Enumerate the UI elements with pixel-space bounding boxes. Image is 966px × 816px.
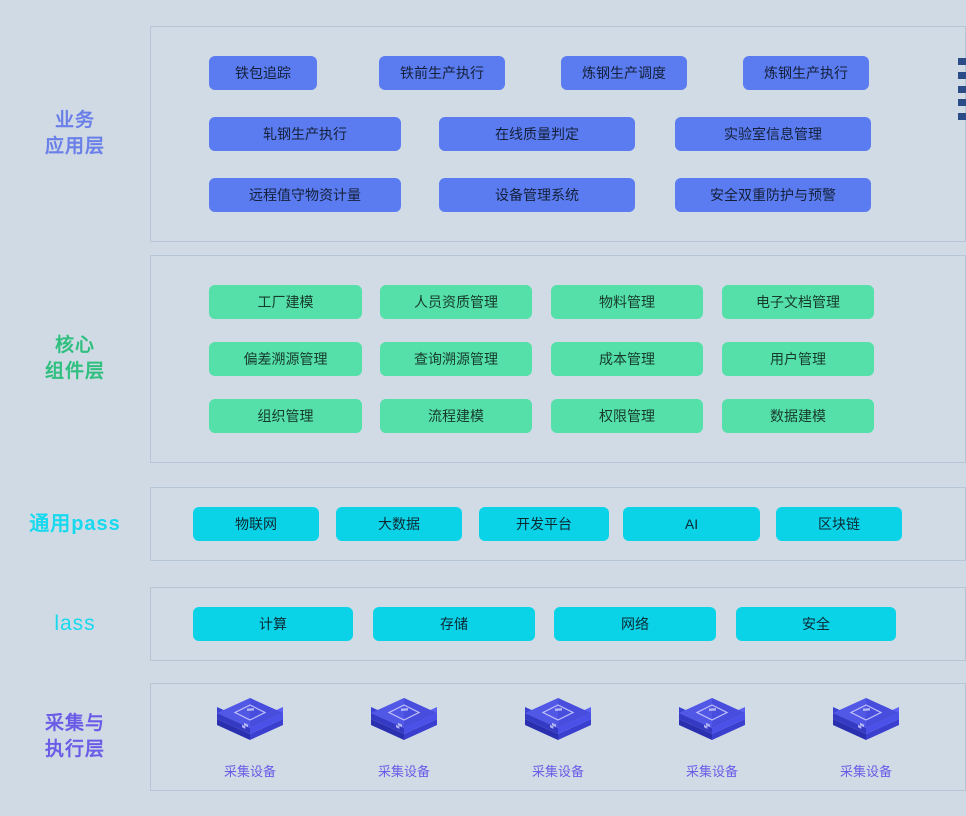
layer-label-general-paas: 通用pass <box>29 513 121 535</box>
chip-device-icon <box>829 686 903 755</box>
core-chip-factory-modeling[interactable]: 工厂建模 <box>209 285 362 319</box>
business-chip-ironmaking-execution[interactable]: 铁前生产执行 <box>379 56 505 91</box>
layer-panel-business-application: 铁包追踪 铁前生产执行 炼钢生产调度 炼钢生产执行 轧钢生产执行 在线质量判定 … <box>150 26 966 242</box>
device-strip: 采集设备 <box>151 686 965 780</box>
iaas-chip-compute[interactable]: 计算 <box>193 607 353 641</box>
layer-panel-iaas: 计算 存储 网络 安全 <box>150 587 966 661</box>
layer-panel-collection-execution: 采集设备 <box>150 683 966 791</box>
layer-panel-general-paas: 物联网 大数据 开发平台 AI 区块链 <box>150 487 966 561</box>
business-row-1: 铁包追踪 铁前生产执行 炼钢生产调度 炼钢生产执行 <box>151 43 965 104</box>
core-chip-query-traceability-management[interactable]: 查询溯源管理 <box>380 342 532 376</box>
iaas-chip-security[interactable]: 安全 <box>736 607 896 641</box>
iaas-chip-storage[interactable]: 存储 <box>373 607 535 641</box>
core-chip-user-management[interactable]: 用户管理 <box>722 342 874 376</box>
device-label: 采集设备 <box>223 764 276 779</box>
business-chip-iron-ladle-tracking[interactable]: 铁包追踪 <box>209 56 317 91</box>
paas-chip-iot[interactable]: 物联网 <box>193 507 319 541</box>
core-row-1: 工厂建模 人员资质管理 物料管理 电子文档管理 <box>151 274 965 331</box>
list-item[interactable]: 采集设备 <box>190 686 310 780</box>
list-item[interactable]: 采集设备 <box>652 686 772 780</box>
device-label: 采集设备 <box>839 764 892 779</box>
layer-collection-execution: 采集与 执行层 <box>0 682 966 792</box>
layer-general-paas: 通用pass 物联网 大数据 开发平台 AI 区块链 <box>0 486 966 562</box>
paas-chip-blockchain[interactable]: 区块链 <box>776 507 902 541</box>
business-chip-steelmaking-execution[interactable]: 炼钢生产执行 <box>743 56 869 91</box>
core-chip-organization-management[interactable]: 组织管理 <box>209 399 362 433</box>
chip-device-icon <box>521 686 595 755</box>
core-chip-process-modeling[interactable]: 流程建模 <box>380 399 532 433</box>
chip-device-icon <box>367 686 441 755</box>
device-label: 采集设备 <box>685 764 738 779</box>
business-chip-online-quality-judgement[interactable]: 在线质量判定 <box>439 117 635 151</box>
chip-device-icon <box>213 686 287 755</box>
paas-row-1: 物联网 大数据 开发平台 AI 区块链 <box>151 507 965 541</box>
paas-chip-big-data[interactable]: 大数据 <box>336 507 462 541</box>
iaas-row-1: 计算 存储 网络 安全 <box>151 607 965 641</box>
paas-chip-development-platform[interactable]: 开发平台 <box>479 507 609 541</box>
device-label: 采集设备 <box>531 764 584 779</box>
edge-marker-bullet <box>958 58 966 65</box>
business-row-3: 远程值守物资计量 设备管理系统 安全双重防护与预警 <box>151 164 965 225</box>
list-item[interactable]: 采集设备 <box>498 686 618 780</box>
chip-device-icon <box>675 686 749 755</box>
core-row-3: 组织管理 流程建模 权限管理 数据建模 <box>151 388 965 445</box>
core-chip-electronic-document-management[interactable]: 电子文档管理 <box>722 285 874 319</box>
edge-marker-bullet <box>958 85 966 93</box>
paas-chip-ai[interactable]: AI <box>623 507 760 541</box>
layer-iaas: lass 计算 存储 网络 安全 <box>0 586 966 662</box>
layer-panel-core-component: 工厂建模 人员资质管理 物料管理 电子文档管理 偏差溯源管理 查询溯源管理 成本… <box>150 255 966 463</box>
layer-label-collection-execution: 采集与 执行层 <box>44 713 105 760</box>
core-chip-cost-management[interactable]: 成本管理 <box>551 342 703 376</box>
device-label: 采集设备 <box>377 764 430 779</box>
business-chip-remote-material-metering[interactable]: 远程值守物资计量 <box>209 177 401 212</box>
business-chip-equipment-management-system[interactable]: 设备管理系统 <box>439 177 635 212</box>
edge-marker-list <box>958 58 966 120</box>
layer-label-business-application: 业务 应用层 <box>44 110 105 157</box>
business-chip-rolling-execution[interactable]: 轧钢生产执行 <box>209 117 401 151</box>
list-item[interactable]: 采集设备 <box>806 686 926 780</box>
core-chip-deviation-traceability-management[interactable]: 偏差溯源管理 <box>209 342 362 376</box>
business-chip-lab-information-management[interactable]: 实验室信息管理 <box>675 117 871 151</box>
business-chip-steelmaking-scheduling[interactable]: 炼钢生产调度 <box>561 56 687 91</box>
layer-business-application: 业务 应用层 铁包追踪 铁前生产执行 炼钢生产调度 炼钢生产执行 轧钢生产执行 … <box>0 24 966 244</box>
core-chip-personnel-qualification-management[interactable]: 人员资质管理 <box>380 285 532 319</box>
core-chip-data-modeling[interactable]: 数据建模 <box>722 399 874 433</box>
business-chip-safety-dual-prevention-warning[interactable]: 安全双重防护与预警 <box>675 177 871 212</box>
core-chip-permission-management[interactable]: 权限管理 <box>551 399 703 433</box>
layer-core-component: 核心 组件层 工厂建模 人员资质管理 物料管理 电子文档管理 偏差溯源管理 查询… <box>0 254 966 464</box>
edge-marker-bullet <box>958 99 966 107</box>
core-chip-material-management[interactable]: 物料管理 <box>551 285 703 319</box>
layer-label-iaas: lass <box>54 612 96 635</box>
iaas-chip-network[interactable]: 网络 <box>554 607 716 641</box>
edge-marker-bullet <box>958 113 966 120</box>
list-item[interactable]: 采集设备 <box>344 686 464 780</box>
edge-marker-bullet <box>958 71 966 79</box>
business-row-2: 轧钢生产执行 在线质量判定 实验室信息管理 <box>151 104 965 165</box>
core-row-2: 偏差溯源管理 查询溯源管理 成本管理 用户管理 <box>151 331 965 388</box>
layer-label-core-component: 核心 组件层 <box>44 335 105 382</box>
